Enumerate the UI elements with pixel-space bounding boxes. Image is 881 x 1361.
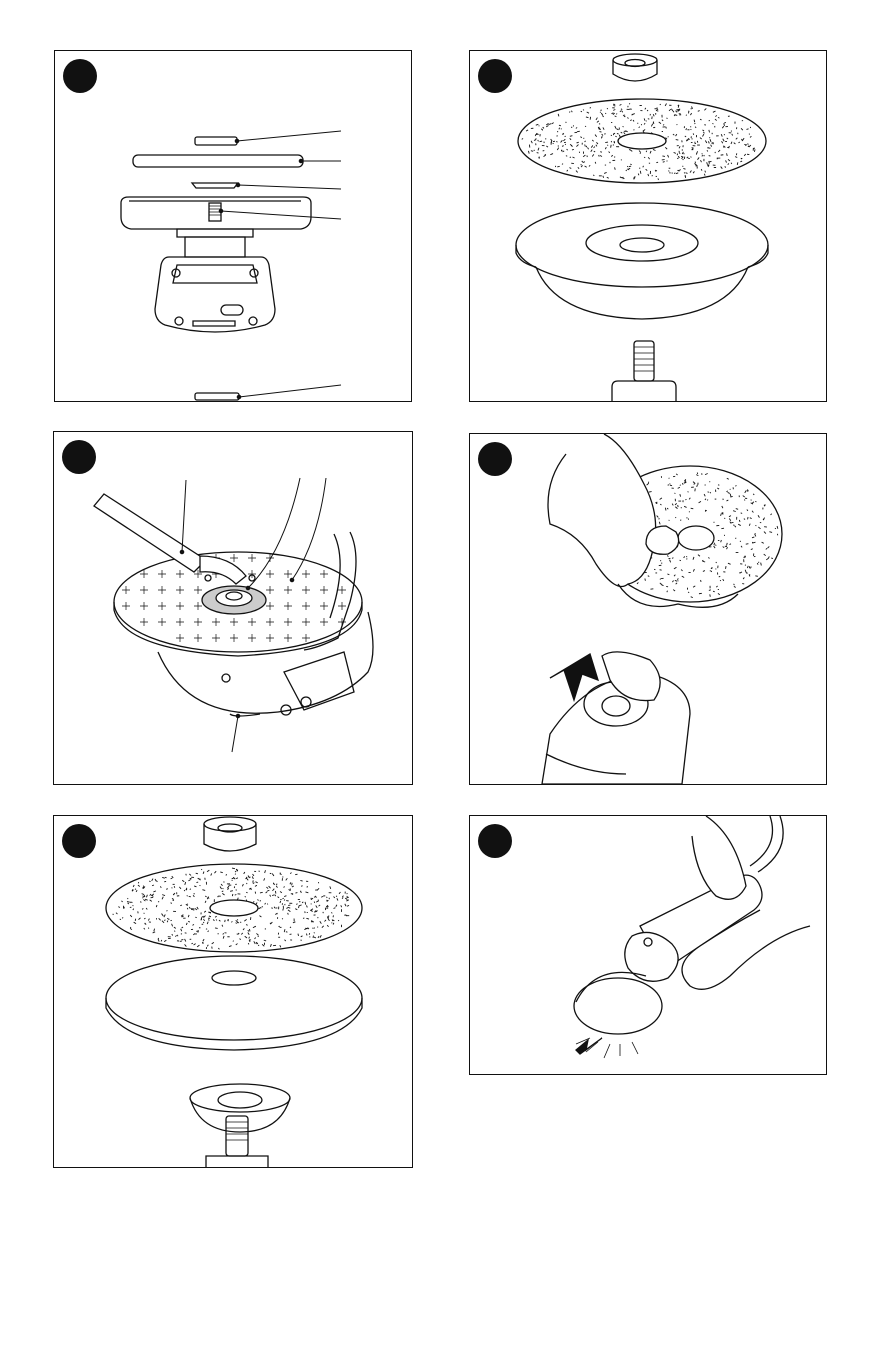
outer-flange-nut — [195, 137, 237, 145]
figure-b-panel — [469, 50, 827, 402]
grinding-wheel — [133, 155, 303, 167]
wheel-guard — [121, 197, 311, 229]
figure-e-panel — [53, 815, 413, 1168]
figure-c-panel — [53, 431, 413, 785]
spindle-lock-press-icon — [470, 434, 827, 785]
direction-arrow — [576, 1038, 602, 1054]
figure-d-panel — [469, 433, 827, 785]
grinder-exploded-assembly-icon — [55, 51, 412, 402]
grinder-in-use-icon — [470, 816, 827, 1075]
backing-pad — [106, 956, 362, 1040]
backing-pad — [516, 203, 768, 287]
spare-flange-nut — [195, 393, 239, 400]
hand-rear — [692, 816, 746, 899]
hand-upper — [548, 434, 656, 587]
inner-flange — [192, 183, 238, 188]
wrench-tightening-flange-icon — [54, 432, 413, 785]
pin-wrench — [94, 494, 206, 572]
figure-a-panel — [54, 50, 412, 402]
depressed-center-wheel-stack-icon — [470, 51, 827, 402]
sanding-disc-backing-pad-stack-icon — [54, 816, 413, 1168]
figure-f-panel — [469, 815, 827, 1075]
